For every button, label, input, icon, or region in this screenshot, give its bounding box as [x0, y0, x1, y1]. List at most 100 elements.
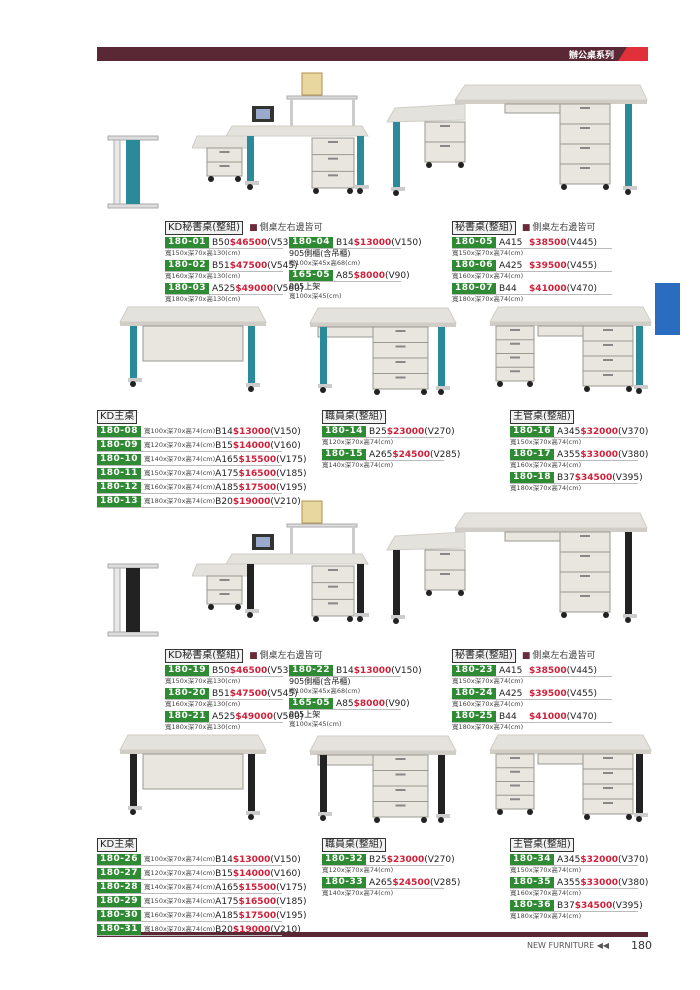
- desk-leg-frame-image: [100, 132, 165, 221]
- model-number: A175: [215, 468, 239, 479]
- dimensions: 寬180x深70x高74(cm): [510, 484, 582, 492]
- product-code: 180-29: [97, 896, 142, 907]
- group-header: KD秘書桌(整組)側桌左右邊皆可: [165, 648, 405, 663]
- price: $32000: [580, 854, 618, 865]
- side-index-tab[interactable]: [655, 283, 680, 335]
- volume: (V395): [612, 472, 643, 483]
- price: $13000: [232, 854, 271, 865]
- volume: (V150): [391, 665, 422, 676]
- model-number: A165: [215, 882, 239, 893]
- product-code: 180-11: [97, 468, 142, 479]
- dimensions: 寬140x深70x高74(cm): [322, 889, 394, 897]
- model-number: A165: [215, 454, 239, 465]
- dimensions: 寬160x深70x高74(cm): [510, 461, 582, 469]
- price: $19000: [232, 496, 271, 507]
- model-number: B51: [212, 260, 230, 271]
- volume: (V535): [267, 665, 298, 676]
- price: $34500: [574, 472, 613, 483]
- volume: (V370): [617, 426, 649, 437]
- price: $32000: [580, 426, 618, 437]
- dimensions: 寬160x深70x高74(cm): [144, 911, 216, 919]
- dimensions: 寬150x深70x高74(cm): [510, 866, 582, 874]
- dimensions: 寬160x深70x高130(cm): [165, 700, 241, 708]
- dimensions: 寬140x深70x高74(cm): [144, 883, 216, 891]
- group-note: 側桌左右邊皆可: [249, 220, 323, 233]
- model-number: A415: [499, 665, 523, 676]
- group-header: KD主桌: [97, 838, 282, 852]
- volume: (V270): [424, 426, 455, 437]
- product-code: 165-05: [289, 698, 334, 709]
- l-shaped-desk-image: [385, 508, 650, 637]
- volume: (V90): [384, 698, 410, 709]
- group-title: KD秘書桌(整組): [165, 221, 244, 235]
- price: $38500: [529, 665, 567, 676]
- product-code: 180-35: [510, 877, 555, 888]
- volume: (V445): [566, 237, 597, 248]
- price: $23000: [386, 426, 425, 437]
- volume: (V150): [270, 854, 301, 865]
- product-code: 180-14: [322, 426, 367, 437]
- group-header: 秘書桌(整組)側桌左右邊皆可: [452, 220, 612, 235]
- model-number: A355: [557, 449, 581, 460]
- price: $23000: [386, 854, 425, 865]
- product-code: 180-21: [165, 711, 210, 722]
- secretary-set-group: KD秘書桌(整組)側桌左右邊皆可180-01B50$46500(V535)寬15…: [165, 220, 422, 304]
- dimensions: 寬180x深70x高130(cm): [165, 723, 241, 731]
- model-number: B25: [369, 426, 387, 437]
- model-number: B15: [215, 440, 233, 451]
- secretary-desk-group: 秘書桌(整組)側桌左右邊皆可180-05A415$38500(V445)寬150…: [452, 220, 612, 304]
- dimensions: 寬150x深70x高130(cm): [165, 249, 241, 257]
- product-code: 180-24: [452, 688, 497, 699]
- dimensions: 寬120x深70x高74(cm): [322, 866, 394, 874]
- model-number: A415: [499, 237, 523, 248]
- model-number: A525: [212, 711, 236, 722]
- volume: (V195): [276, 482, 307, 493]
- volume: (V285): [429, 449, 461, 460]
- group-title: 秘書桌(整組): [452, 649, 516, 663]
- group-title: KD秘書桌(整組): [165, 649, 244, 663]
- volume: (V185): [276, 896, 307, 907]
- group-title: 主管桌(整組): [510, 410, 574, 424]
- model-number: B37: [557, 472, 575, 483]
- volume: (V210): [270, 924, 301, 935]
- model-number: A525: [212, 283, 236, 294]
- product-code: 180-06: [452, 260, 497, 271]
- product-name: 905上架: [289, 282, 321, 291]
- dimensions: 寬180x深70x高74(cm): [452, 295, 524, 303]
- dimensions: 寬100x深45x高68(cm): [289, 259, 361, 267]
- volume: (V535): [267, 237, 298, 248]
- group-note: 側桌左右邊皆可: [522, 220, 595, 233]
- price: $41000: [529, 283, 567, 294]
- footer-brand: NEW FURNITURE ◀◀: [527, 941, 610, 950]
- product-code: 180-30: [97, 910, 142, 921]
- product-code: 180-26: [97, 854, 142, 865]
- price: $8000: [353, 270, 385, 281]
- price: $15500: [238, 882, 277, 893]
- volume: (V545): [267, 688, 298, 699]
- volume: (V210): [270, 496, 301, 507]
- footer-bar: [97, 932, 648, 937]
- model-number: B37: [557, 900, 575, 911]
- model-number: A345: [557, 426, 581, 437]
